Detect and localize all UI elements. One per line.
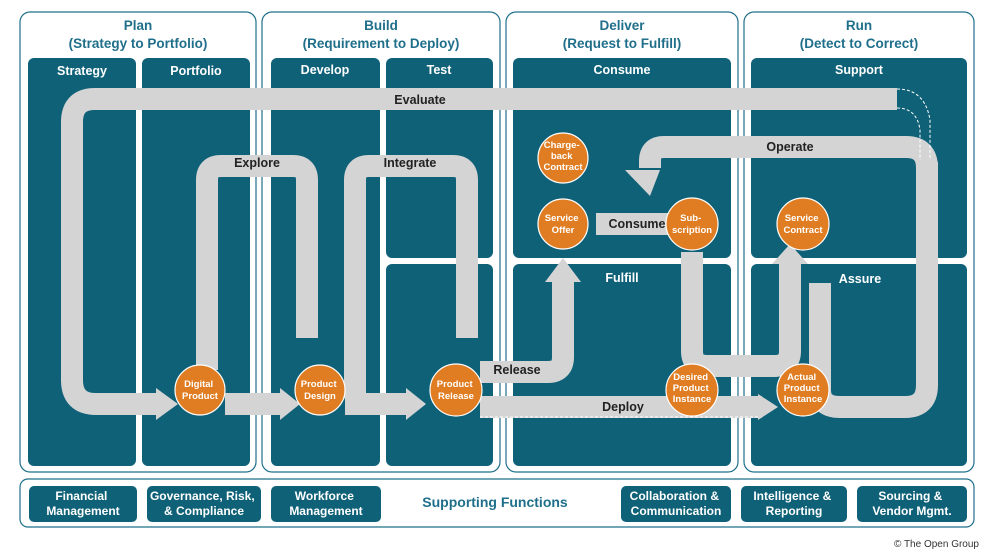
support-box-intelligence <box>741 486 847 522</box>
build-title: Build <box>364 18 398 33</box>
arrow-heads <box>156 170 808 420</box>
lane-label-portfolio: Portfolio <box>170 64 222 78</box>
lane-label-fulfill: Fulfill <box>605 271 638 285</box>
plan-subtitle: (Strategy to Portfolio) <box>69 36 208 51</box>
support-box-collaboration <box>621 486 731 522</box>
node-chargeback-contract <box>537 132 589 184</box>
node-label-product-release: Product Release <box>437 379 476 402</box>
support-label-workforce: Workforce Management <box>289 489 362 518</box>
flow-label-operate: Operate <box>766 140 813 154</box>
arrowhead-into-design <box>280 388 300 420</box>
arrowhead-deploy <box>758 394 778 420</box>
supporting-functions-title: Supporting Functions <box>422 494 568 510</box>
lane-label-consume: Consume <box>594 63 651 77</box>
support-box-governance <box>147 486 261 522</box>
node-actual-instance <box>776 363 830 417</box>
arrowhead-up-contract <box>772 244 808 264</box>
integrate-flow <box>344 155 478 372</box>
arrowhead-up-offer <box>545 258 581 282</box>
node-label-service-offer: Service Offer <box>545 213 581 236</box>
node-label-digital-product: Digital Product <box>182 379 219 402</box>
node-label-desired-instance: Desired Product Instance <box>673 372 712 405</box>
evaluate-flow <box>61 88 897 415</box>
flow-label-integrate: Integrate <box>384 156 437 170</box>
node-label-chargeback: Charge- back Contract <box>543 140 583 173</box>
node-subscription <box>665 197 719 251</box>
node-label-actual-instance: Actual Product Instance <box>784 372 823 405</box>
node-service-offer <box>537 198 589 250</box>
evaluate-dash-1 <box>896 88 931 160</box>
flow-label-release: Release <box>493 363 540 377</box>
arrowhead-operate-down <box>625 170 660 196</box>
support-label-intelligence: Intelligence & Reporting <box>753 489 834 518</box>
node-service-contract <box>776 197 830 251</box>
lane-label-strategy: Strategy <box>57 64 107 78</box>
build-subtitle: (Requirement to Deploy) <box>303 36 460 51</box>
node-digital-product <box>174 364 226 416</box>
flow-label-consume: Consume <box>609 217 666 231</box>
evaluate-dash-2 <box>896 107 921 160</box>
deliver-subtitle: (Request to Fulfill) <box>563 36 682 51</box>
support-box-sourcing <box>857 486 967 522</box>
fulfill-loop-flow <box>681 252 801 377</box>
run-subtitle: (Detect to Correct) <box>800 36 919 51</box>
node-label-service-contract: Service Contract <box>783 213 823 236</box>
lane-label-test: Test <box>427 63 453 77</box>
lane-label-develop: Develop <box>301 63 350 77</box>
support-label-governance: Governance, Risk, & Compliance <box>150 489 258 518</box>
support-label-financial: Financial Management <box>46 489 119 518</box>
explore-flow <box>196 155 318 370</box>
support-box-workforce <box>271 486 381 522</box>
lane-label-support: Support <box>835 63 884 77</box>
flow-label-evaluate: Evaluate <box>394 93 445 107</box>
flow-label-explore: Explore <box>234 156 280 170</box>
support-label-sourcing: Sourcing & Vendor Mgmt. <box>872 489 951 518</box>
arrowhead-into-digital <box>156 388 178 420</box>
copyright-notice: © The Open Group <box>893 539 979 550</box>
node-product-release <box>429 363 483 417</box>
operate-top-flow <box>639 136 938 172</box>
node-label-product-design: Product Design <box>301 379 340 402</box>
deliver-title: Deliver <box>599 18 645 33</box>
node-desired-instance <box>665 363 719 417</box>
node-product-design <box>294 364 346 416</box>
flow-label-deploy: Deploy <box>602 400 644 414</box>
plan-title: Plan <box>124 18 153 33</box>
support-box-financial <box>29 486 137 522</box>
release-flow <box>480 278 574 383</box>
node-label-subscription: Sub- scription <box>672 213 712 236</box>
integrate-down-flow <box>344 360 412 415</box>
run-title: Run <box>846 18 872 33</box>
lane-label-assure: Assure <box>839 272 881 286</box>
arrowhead-into-release <box>406 388 426 420</box>
support-label-collaboration: Collaboration & Communication <box>630 489 723 518</box>
